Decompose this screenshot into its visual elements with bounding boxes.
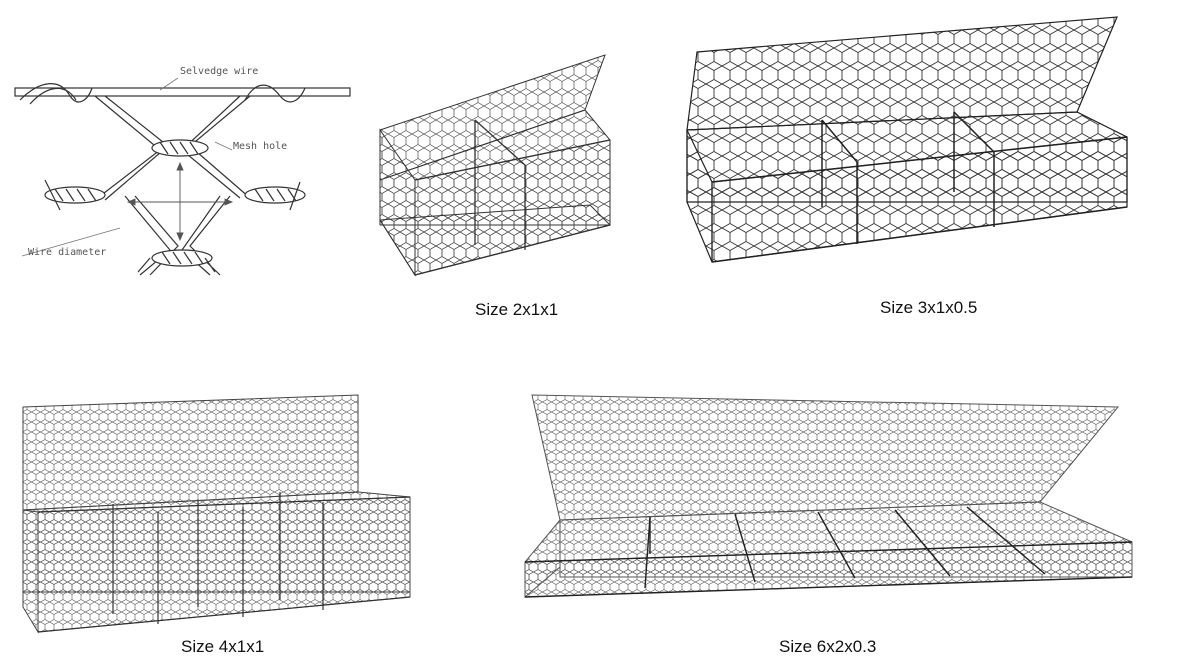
gabion-6x2x0.3: Size 6x2x0.3 — [520, 392, 1140, 662]
gabion-drawing — [379, 54, 611, 277]
wire-twists — [44, 139, 306, 267]
gabion-2x1x1: Size 2x1x1 — [370, 50, 620, 319]
gabion-caption: Size 2x1x1 — [475, 300, 559, 319]
mesh-hole-label: Mesh hole — [233, 141, 287, 152]
selvedge-wire-label: Selvedge wire — [180, 66, 258, 77]
gabion-caption: Size 6x2x0.3 — [779, 637, 877, 656]
side-panel — [37, 496, 411, 633]
lid-panel — [22, 394, 359, 511]
gabion-drawing — [524, 394, 1133, 599]
mesh-diamond — [94, 95, 251, 276]
gabion-caption: Size 4x1x1 — [181, 637, 265, 656]
gabion-drawing — [22, 394, 411, 634]
wire-diameter-label: Wire diameter — [28, 247, 106, 258]
gabion-drawing — [686, 16, 1128, 263]
mesh-hole-arrows — [126, 161, 234, 242]
gabion-4x1x1: Size 4x1x1 — [18, 392, 418, 662]
gabion-3x1x0.5: Size 3x1x0.5 — [682, 12, 1128, 317]
mesh-detail-diagram: Selvedge wire Mesh hole Wire diameter — [0, 0, 360, 300]
lid-panel — [531, 394, 1120, 521]
front-panel — [22, 509, 39, 634]
selvedge-wire — [14, 83, 351, 105]
gabion-caption: Size 3x1x0.5 — [880, 298, 978, 317]
